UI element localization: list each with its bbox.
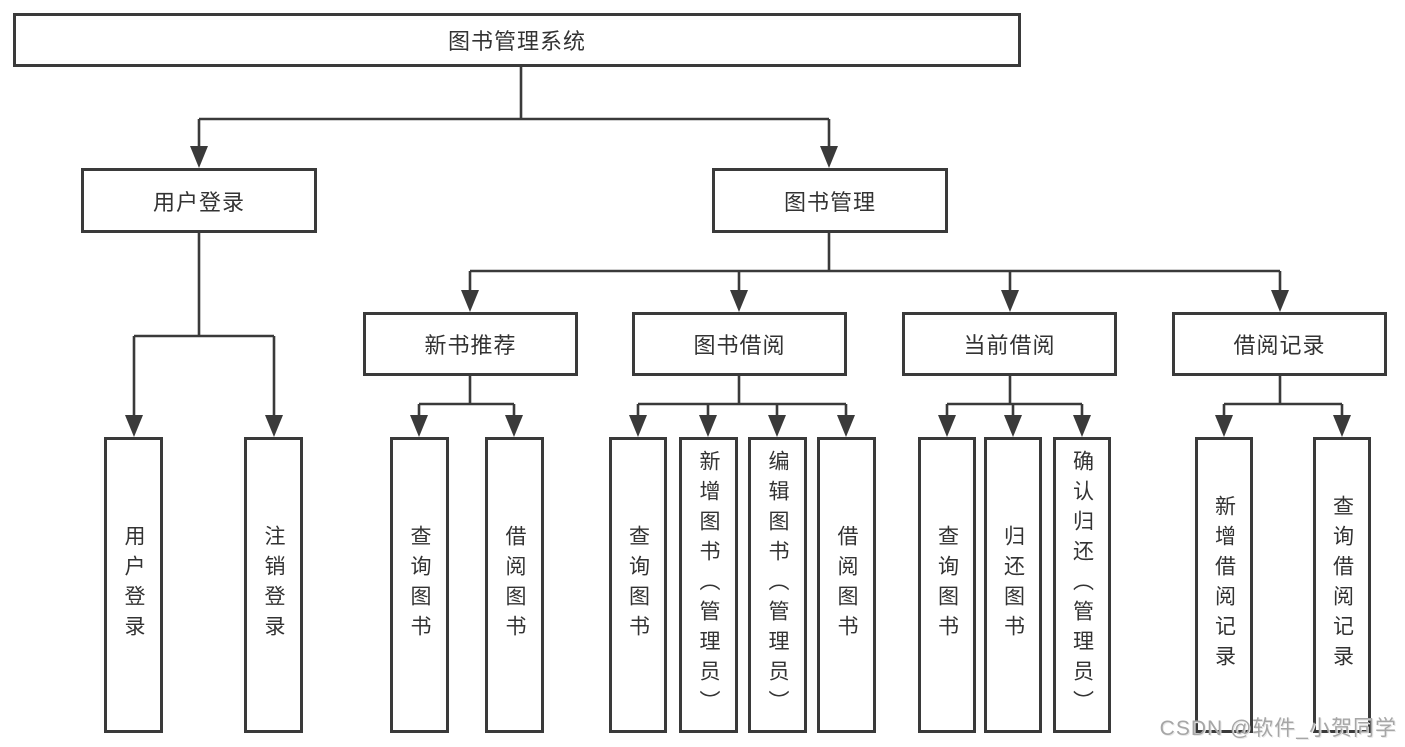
- node-label: 图书借阅: [693, 333, 786, 358]
- node-label: 图书管理: [783, 189, 876, 215]
- node-label: 查询借阅记录: [1330, 495, 1354, 675]
- node-label: 注销登录: [262, 525, 285, 645]
- node-label: 新增借阅记录: [1212, 495, 1236, 675]
- node-user-login: 用户登录: [81, 168, 317, 233]
- leaf-add-borrow-record: 新增借阅记录: [1195, 437, 1253, 733]
- node-label: 编辑图书（管理员）: [766, 450, 789, 720]
- node-label: 借阅图书: [835, 525, 858, 645]
- leaf-edit-book-admin: 编辑图书（管理员）: [748, 437, 807, 733]
- arrowheads: [125, 146, 1351, 437]
- leaf-query-borrow-record: 查询借阅记录: [1313, 437, 1371, 733]
- node-label: 图书管理系统: [447, 29, 586, 54]
- connector-segments: [132, 67, 1344, 419]
- node-label: 借阅图书: [503, 525, 526, 645]
- leaf-borrow-book: 借阅图书: [817, 437, 876, 733]
- leaf-query-book-recommend: 查询图书: [390, 437, 449, 733]
- leaf-query-book-current: 查询图书: [918, 437, 976, 733]
- node-label: 查询图书: [935, 525, 959, 645]
- leaf-return-book: 归还图书: [984, 437, 1042, 733]
- node-label: 确认归还（管理员）: [1070, 450, 1094, 720]
- node-label: 借阅记录: [1233, 333, 1326, 358]
- leaf-borrow-book-recommend: 借阅图书: [485, 437, 544, 733]
- node-book-borrowing: 图书借阅: [632, 312, 847, 376]
- node-library-management-system: 图书管理系统: [13, 13, 1021, 67]
- node-label: 用户登录: [152, 189, 245, 215]
- leaf-confirm-return-admin: 确认归还（管理员）: [1053, 437, 1111, 733]
- node-label: 归还图书: [1001, 525, 1025, 645]
- node-label: 用户登录: [122, 525, 145, 645]
- node-borrowing-records: 借阅记录: [1172, 312, 1387, 376]
- leaf-logout-login: 注销登录: [244, 437, 303, 733]
- csdn-watermark: CSDN @软件_小贺同学: [1159, 717, 1397, 740]
- leaf-query-book-borrow: 查询图书: [609, 437, 667, 733]
- leaf-add-book-admin: 新增图书（管理员）: [679, 437, 738, 733]
- node-new-book-recommend: 新书推荐: [363, 312, 578, 376]
- node-label: 查询图书: [626, 525, 650, 645]
- node-label: 新增图书（管理员）: [697, 450, 720, 720]
- node-book-management: 图书管理: [712, 168, 948, 233]
- node-label: 查询图书: [408, 525, 431, 645]
- node-current-borrowing: 当前借阅: [902, 312, 1117, 376]
- leaf-user-login: 用户登录: [104, 437, 163, 733]
- node-label: 当前借阅: [963, 333, 1056, 358]
- node-label: 新书推荐: [424, 333, 517, 358]
